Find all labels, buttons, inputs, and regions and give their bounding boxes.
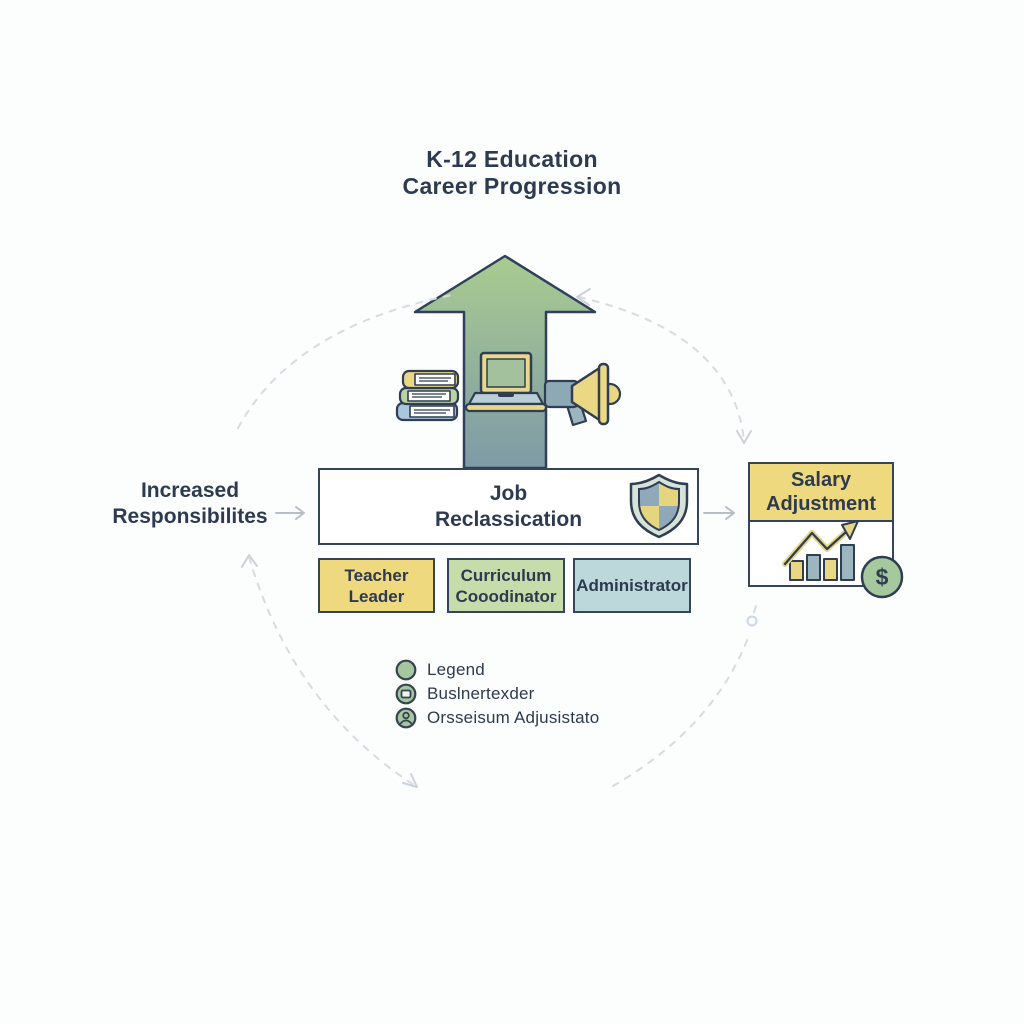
page-title: K-12 Education Career Progression (0, 146, 1024, 200)
arc-arrowhead-left-icon (576, 288, 591, 306)
dashed-arc-top-left (237, 294, 453, 429)
salary-adjustment-label: Salary Adjustment (750, 464, 892, 522)
circle-icon (395, 659, 417, 680)
person-badge-icon (395, 707, 417, 728)
dollar-symbol: $ (876, 564, 889, 590)
dashed-arc-bottom-right (612, 637, 749, 787)
legend-item: Legend (395, 659, 599, 680)
legend-item: Buslnertexder (395, 683, 599, 704)
salary-adjustment-box: Salary Adjustment (748, 462, 894, 587)
arc-arrowhead-downright-icon (402, 773, 418, 788)
dashed-arc-bottom-left (248, 556, 415, 786)
salary-growth-chart-icon (782, 520, 859, 581)
title-line-2: Career Progression (402, 173, 622, 199)
dashed-stub (753, 599, 759, 613)
increased-responsibilities-label: Increased Responsibilites (112, 479, 268, 528)
legend-item: Orsseisum Adjusistato (395, 707, 599, 728)
role-box-teacher-leader: Teacher Leader (318, 558, 435, 613)
arc-node-marker (746, 615, 758, 627)
job-reclassification-label: Job Reclassication (434, 481, 583, 531)
arc-arrowhead-down-icon (736, 430, 752, 444)
megaphone-icon (543, 362, 622, 427)
legend-item-label: Buslnertexder (427, 683, 535, 703)
legend-item-label: Legend (427, 659, 485, 679)
flow-arrow-left-icon (275, 506, 305, 520)
dollar-icon: $ (860, 555, 904, 599)
title-line-1: K-12 Education (426, 146, 598, 172)
legend: Legend Buslnertexder Orsseisum Adjusista… (395, 659, 599, 728)
arc-arrowhead-up-icon (241, 554, 258, 568)
role-box-curriculum-coordinator: Curriculum Cooodinator (447, 558, 565, 613)
dashed-arc-top-right (578, 296, 745, 442)
role-box-administrator: Administrator (573, 558, 691, 613)
laptop-icon (464, 351, 548, 413)
square-badge-icon (395, 683, 417, 704)
legend-item-label: Orsseisum Adjusistato (427, 707, 600, 727)
flow-arrow-right-icon (703, 506, 735, 520)
job-reclassification-box: Job Reclassication (318, 468, 699, 545)
shield-icon (629, 473, 689, 539)
books-icon (395, 369, 460, 422)
